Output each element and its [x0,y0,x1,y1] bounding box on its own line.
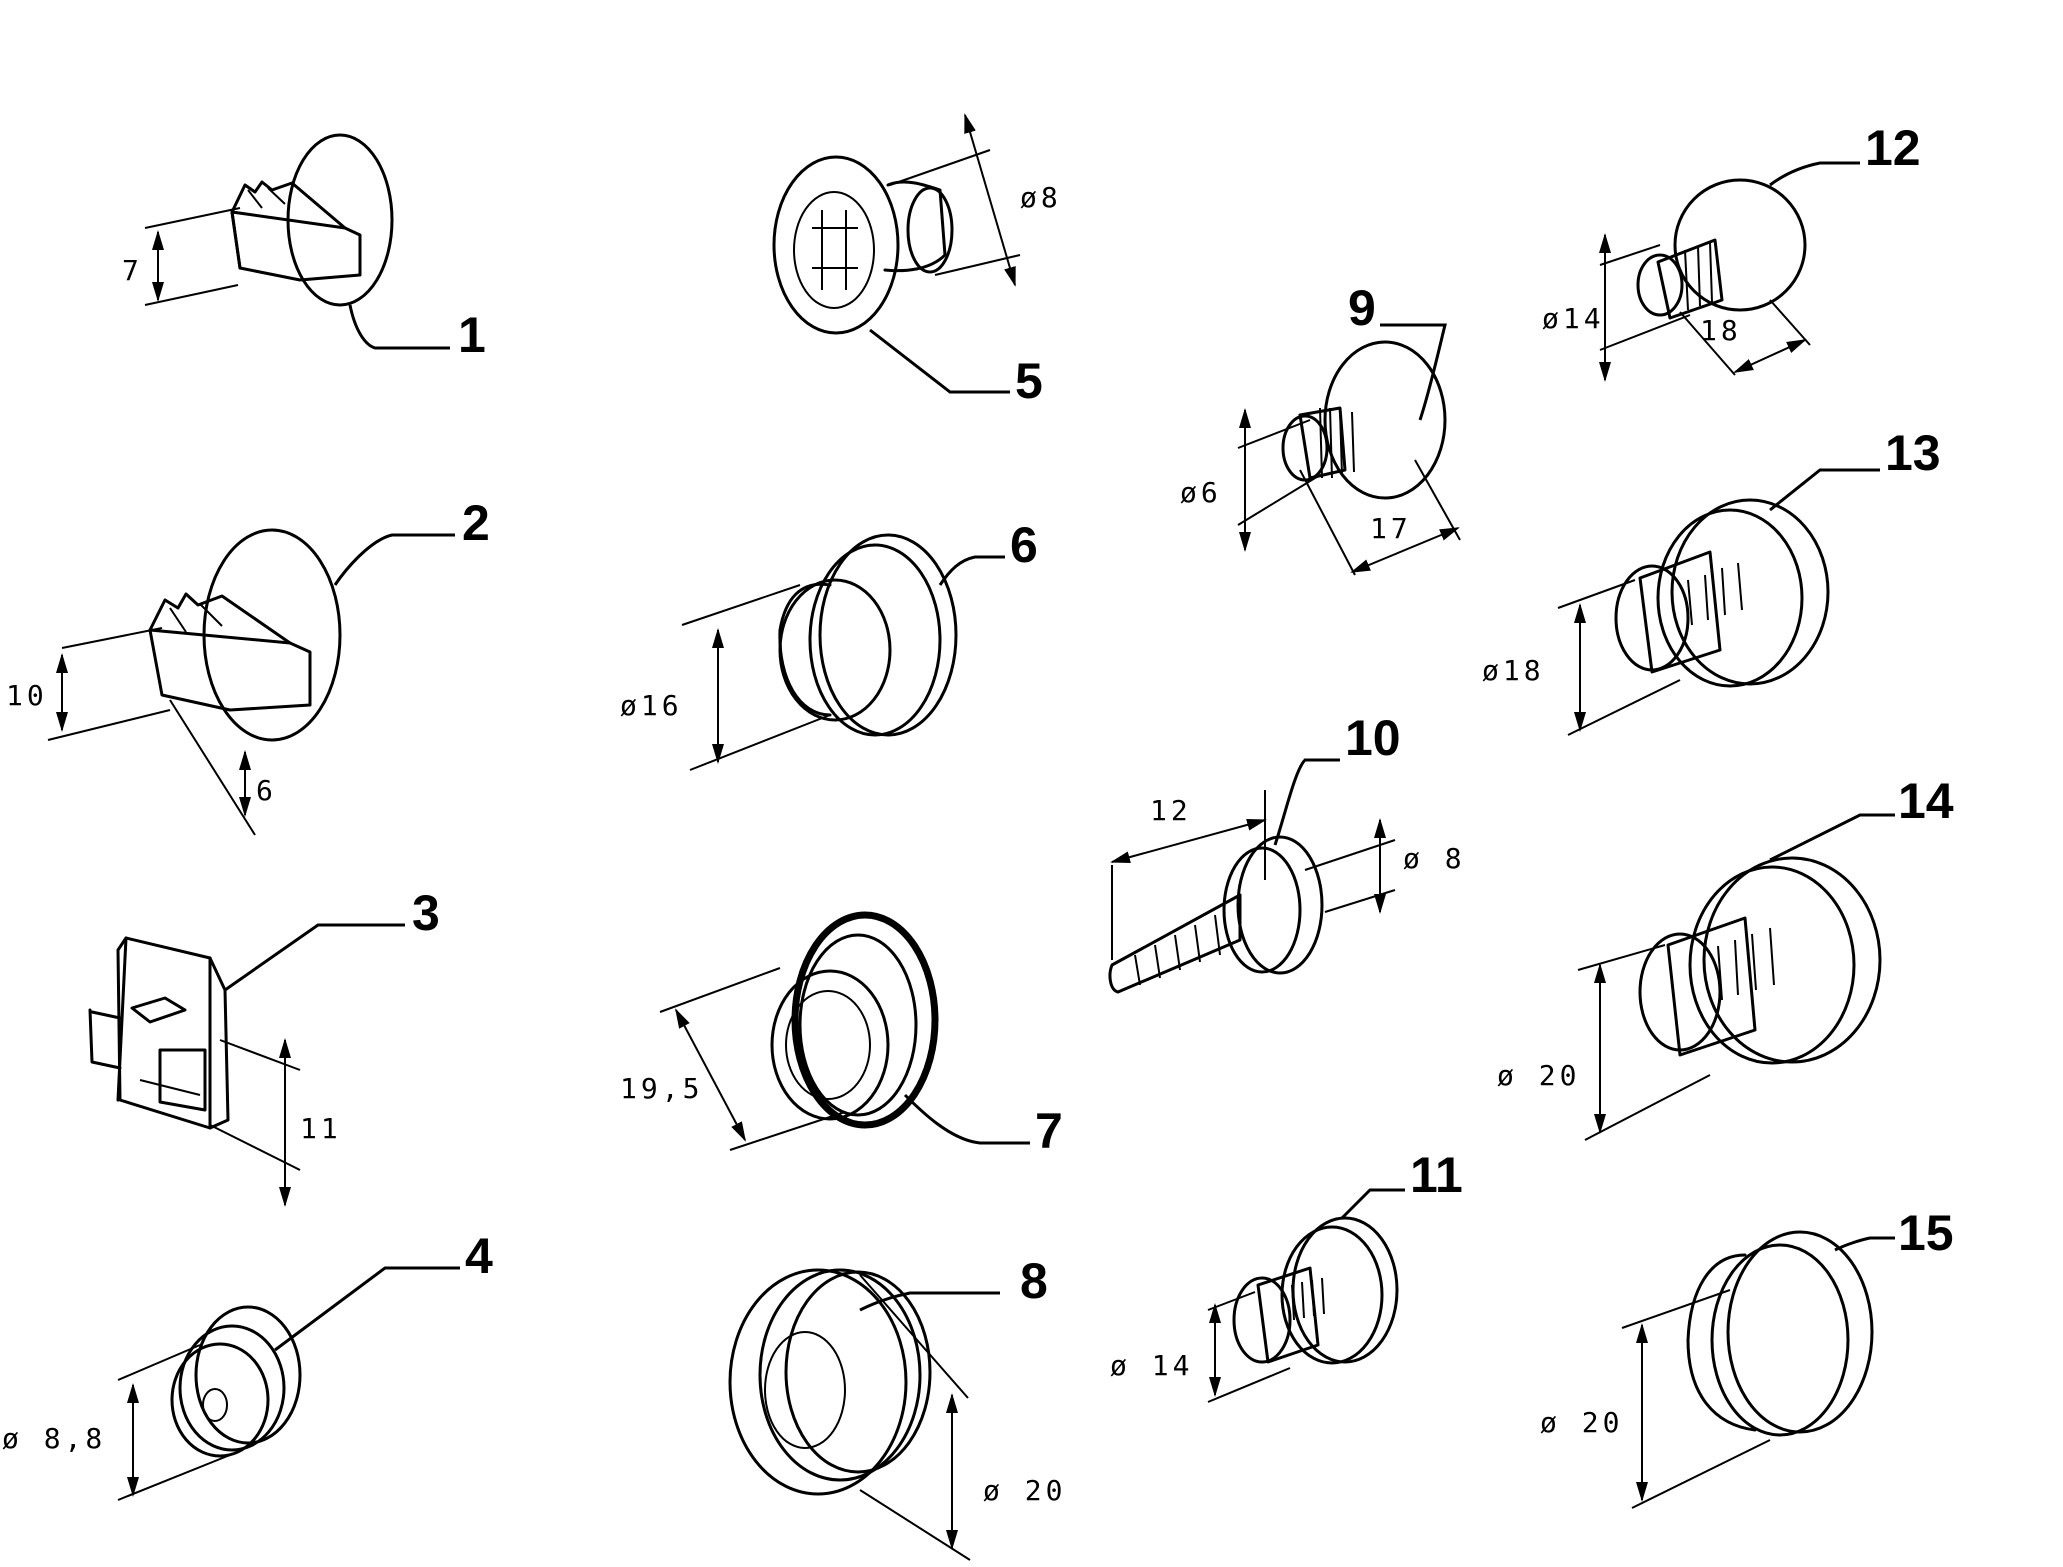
part-2-drawing [47,528,455,836]
part-1-drawing [144,133,450,350]
part-11-number: 11 [1410,1147,1463,1203]
part-6-number: 6 [1010,517,1038,573]
part-15-drawing [1621,1230,1895,1509]
part-14-dim-diameter: ø 20 [1497,1059,1580,1092]
part-7-dim-size: 19,5 [620,1072,703,1105]
part-12-number: 12 [1865,120,1921,176]
part-13-number: 13 [1885,425,1941,481]
part-12-dim-length: 18 [1700,314,1742,347]
part-10-drawing [1108,758,1396,994]
part-10-number: 10 [1345,710,1401,766]
part-1-number: 1 [458,307,486,363]
part-9-dim-diameter: ø6 [1180,476,1222,509]
part-5-dim-diameter: ø8 [1020,181,1062,214]
part-3-number: 3 [412,885,440,941]
part-14-drawing [1577,813,1895,1141]
part-2-dim-depth: 6 [256,774,277,807]
part-9-number: 9 [1348,280,1376,336]
part-9-dim-length: 17 [1370,512,1412,545]
part-8-number: 8 [1020,1253,1048,1309]
part-12-drawing [1599,161,1860,382]
part-10-dim-length: 12 [1150,794,1192,827]
part-4-dim-diameter: ø 8,8 [2,1422,106,1455]
part-5-drawing [772,113,1021,394]
part-15-dim-diameter: ø 20 [1540,1406,1623,1439]
part-10-dim-diameter: ø 8 [1403,842,1466,875]
part-7-drawing [659,911,1030,1151]
part-4-number: 4 [465,1228,493,1284]
part-14-number: 14 [1898,773,1954,829]
part-1-dim-height: 7 [122,254,143,287]
part-15-number: 15 [1898,1205,1954,1261]
part-3-dim-height: 11 [300,1112,342,1145]
part-2-number: 2 [462,495,490,551]
part-12-dim-diameter: ø14 [1542,302,1605,335]
part-7-number: 7 [1035,1103,1063,1159]
part-11-dim-diameter: ø 14 [1110,1349,1193,1382]
part-5-number: 5 [1015,353,1043,409]
part-3-drawing [88,923,405,1207]
part-6-dim-diameter: ø16 [620,689,683,722]
part-13-drawing [1557,468,1880,736]
part-6-drawing [681,533,1005,771]
part-13-dim-diameter: ø18 [1482,654,1545,687]
part-11-drawing [1207,1188,1405,1403]
part-8-drawing [728,1268,1000,1561]
part-9-drawing [1237,323,1461,576]
part-8-dim-diameter: ø 20 [983,1474,1066,1507]
part-2-dim-height: 10 [6,679,48,712]
part-4-drawing [117,1266,460,1501]
